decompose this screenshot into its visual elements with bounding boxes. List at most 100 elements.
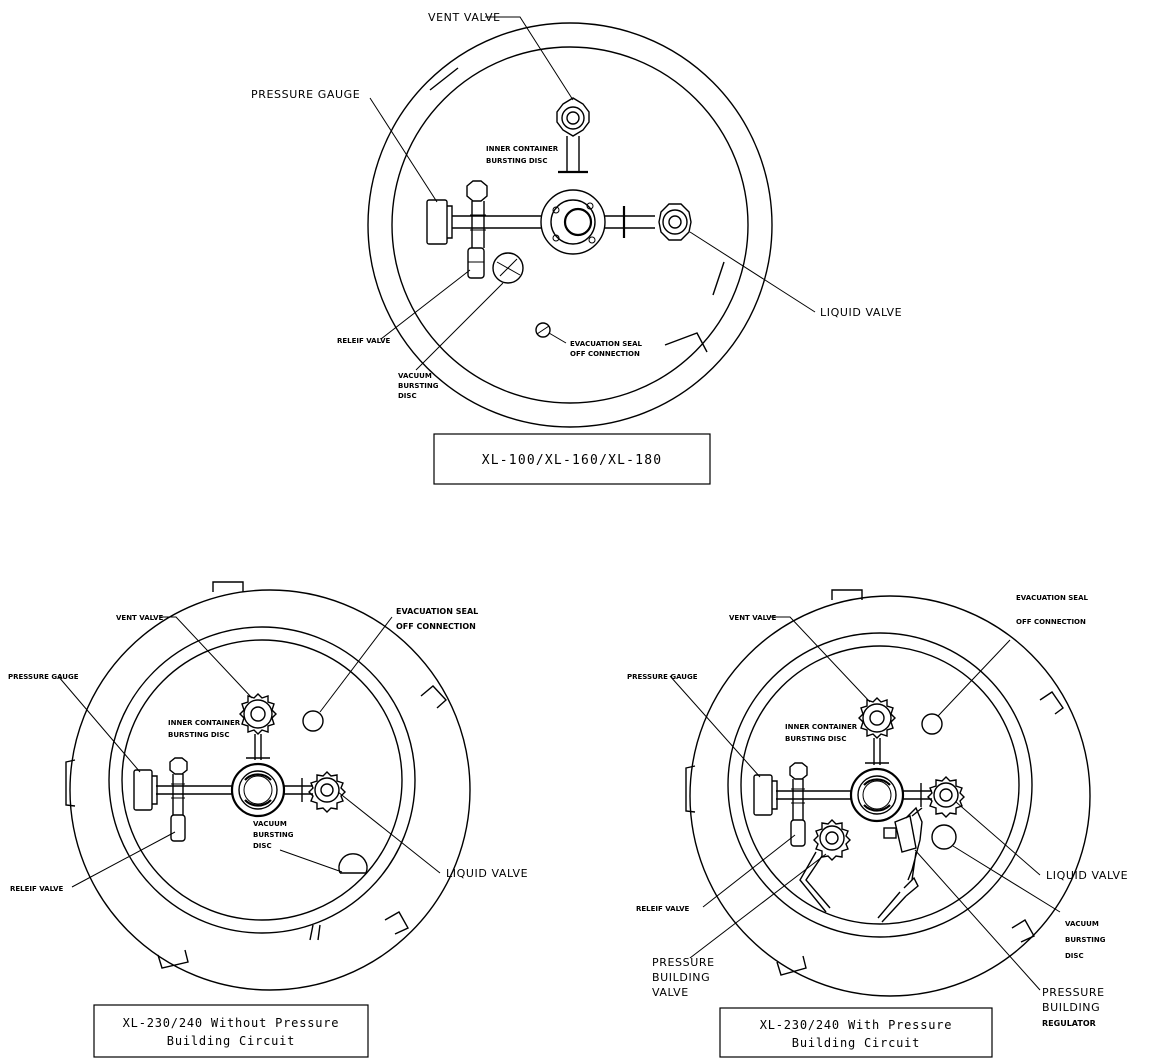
label-inner-disc: INNER CONTAINER: [168, 719, 241, 727]
diagram-title: Building Circuit: [167, 1034, 295, 1048]
label-vacuum-disc: VACUUM: [253, 820, 287, 828]
label-vent-valve: VENT VALVE: [729, 614, 777, 622]
rim-tab: [157, 949, 189, 969]
label-relief-valve: RELEIF VALVE: [10, 885, 64, 893]
liquid-valve-icon: [284, 771, 346, 813]
leader-line: [337, 791, 441, 874]
label-evacuation-seal: OFF CONNECTION: [570, 350, 640, 358]
label-pressure-gauge: PRESSURE GAUGE: [251, 88, 360, 101]
rim-tab: [1011, 919, 1035, 943]
leader-line: [955, 801, 1041, 876]
rim-tab: [420, 685, 447, 709]
relief-valve-icon: [467, 247, 485, 279]
label-inner-disc: BURSTING DISC: [486, 157, 547, 165]
evacuation-seal-icon: [921, 713, 943, 735]
diagram-bottom-left: VENT VALVE PRESSURE GAUGE INNER CONTAINE…: [8, 581, 528, 1058]
diagram-title: XL-100/XL-160/XL-180: [482, 453, 663, 468]
label-vacuum-disc: BURSTING: [398, 382, 439, 390]
rim-tab: [712, 261, 725, 296]
vacuum-bursting-disc-icon: [492, 252, 524, 284]
rim-tab: [384, 911, 409, 935]
label-liquid-valve: LIQUID VALVE: [446, 867, 528, 880]
gauge-pipe: [156, 785, 232, 795]
leader-line: [415, 282, 504, 371]
leader-line: [279, 849, 343, 873]
label-vacuum-disc: DISC: [253, 842, 272, 850]
leader-line: [485, 16, 574, 101]
diagram-title: XL-230/240 With Pressure: [760, 1018, 953, 1032]
label-evacuation-seal: OFF CONNECTION: [396, 622, 476, 631]
leader-line: [937, 639, 1011, 717]
label-pressure-building-regulator: PRESSURE: [1042, 986, 1105, 999]
rim-tab: [831, 589, 863, 600]
inner-ring: [391, 46, 749, 404]
rim-tab: [664, 332, 708, 353]
outer-ring: [689, 595, 1091, 997]
evacuation-seal-icon: [535, 322, 551, 338]
leader-line: [380, 269, 471, 340]
label-vent-valve: VENT VALVE: [116, 614, 164, 622]
rim-tab: [776, 955, 807, 976]
rim-tab: [429, 67, 459, 91]
relief-valve-icon: [790, 819, 806, 847]
vacuum-bursting-disc-icon: [338, 853, 368, 874]
label-vacuum-disc: BURSTING: [253, 831, 294, 839]
vent-valve-icon: [858, 697, 896, 765]
label-evacuation-seal: EVACUATION SEAL: [570, 340, 642, 348]
neck-flange: [230, 762, 286, 818]
label-inner-disc: BURSTING DISC: [785, 735, 846, 743]
pressure-building-valve-icon: [799, 819, 851, 913]
label-vacuum-disc: DISC: [398, 392, 417, 400]
leader-line: [160, 616, 253, 699]
title-box: [719, 1007, 993, 1058]
label-pressure-gauge: PRESSURE GAUGE: [8, 673, 79, 681]
leader-line: [319, 616, 393, 713]
label-liquid-valve: LIQUID VALVE: [1046, 869, 1128, 882]
leader-line: [71, 831, 176, 888]
diagram-title: XL-230/240 Without Pressure: [123, 1016, 340, 1030]
evacuation-seal-icon: [302, 710, 324, 732]
leader-line: [689, 231, 816, 313]
liquid-valve-icon: [605, 203, 692, 241]
pressure-gauge-icon: [753, 774, 778, 816]
label-pressure-building-valve: PRESSURE: [652, 956, 715, 969]
leader-line: [702, 834, 796, 908]
label-vacuum-disc: VACUUM: [1065, 920, 1099, 928]
leader-line: [914, 849, 1041, 991]
rim-tab: [309, 924, 321, 941]
title-box: [433, 433, 711, 485]
label-inner-disc: INNER CONTAINER: [486, 145, 559, 153]
label-relief-valve: RELEIF VALVE: [636, 905, 690, 913]
inner-bursting-disc-icon: [466, 180, 488, 248]
label-evacuation-seal: EVACUATION SEAL: [1016, 594, 1088, 602]
label-pressure-building-valve: VALVE: [652, 986, 689, 999]
relief-valve-icon: [170, 814, 186, 842]
diagram-title: Building Circuit: [792, 1036, 920, 1050]
outer-ring: [69, 589, 471, 991]
diagram-bottom-right: VENT VALVE PRESSURE GAUGE INNER CONTAINE…: [627, 589, 1128, 1058]
outer-ring: [367, 22, 773, 428]
label-vent-valve: VENT VALVE: [428, 11, 501, 24]
label-vacuum-disc: VACUUM: [398, 372, 432, 380]
inner-bursting-disc-icon: [789, 762, 808, 820]
leader-line: [770, 616, 871, 703]
pressure-gauge-icon: [426, 199, 453, 245]
title-box: [93, 1004, 369, 1058]
inner-ring: [108, 626, 416, 934]
rim-tab: [1039, 691, 1064, 715]
label-evacuation-seal: EVACUATION SEAL: [396, 607, 478, 616]
label-pressure-building-regulator: BUILDING: [1042, 1001, 1100, 1014]
leader-line: [689, 853, 827, 959]
neck-flange: [540, 189, 606, 255]
liquid-valve-icon: [903, 776, 965, 818]
vent-valve-icon: [556, 97, 590, 174]
pressure-building-regulator-icon: [877, 806, 923, 923]
inner-ring: [740, 645, 1020, 925]
label-vacuum-disc: BURSTING: [1065, 936, 1106, 944]
inner-bursting-disc-icon: [169, 757, 188, 815]
leader-line: [669, 675, 761, 778]
leader-line: [952, 845, 1061, 913]
label-relief-valve: RELEIF VALVE: [337, 337, 391, 345]
rim-tab: [212, 581, 244, 592]
